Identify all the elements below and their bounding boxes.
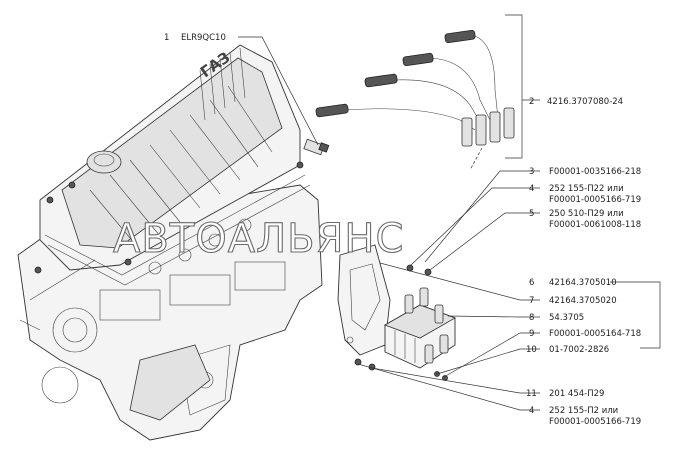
callout-code-4-bottom: 252 155-П2 или: [549, 406, 618, 416]
callout-number-4-bottom: 4: [529, 406, 534, 416]
callout-code-10: 01-7002-2826: [549, 345, 609, 355]
callout-code-7: 42164.3705020: [549, 296, 617, 306]
callout-code-3: F00001-0035166-218: [549, 167, 641, 177]
callout-number-4: 4: [529, 184, 534, 194]
callout-code-6: 42164.3705010: [549, 278, 617, 288]
callout-number-3: 3: [529, 167, 534, 177]
callout-number-9: 9: [529, 329, 534, 339]
callout-code-8: 54.3705: [549, 313, 584, 323]
callout-number-5: 5: [529, 209, 534, 219]
callout-number-7: 7: [529, 296, 534, 306]
ignition-wire-set: [315, 29, 515, 171]
callout-number-10: 10: [526, 345, 537, 355]
callout-number-6: 6: [529, 278, 534, 288]
ignition-coil-assembly: [337, 244, 456, 381]
callout-number-1: 1: [164, 33, 169, 43]
callout-number-2: 2: [529, 97, 534, 107]
callout-labels: 1 ELR9QC10 2 4216.3707080-24 3 F00001-00…: [164, 33, 641, 427]
engine-block: ГАЗ: [17, 44, 323, 441]
callout-number-11: 11: [526, 389, 537, 399]
callout-code-5-alt: F00001-0061008-118: [549, 220, 641, 230]
callout-code-2: 4216.3707080-24: [547, 97, 623, 107]
callout-code-11: 201 454-П29: [549, 389, 604, 399]
callout-code-1: ELR9QC10: [181, 33, 226, 43]
callout-code-4: 252 155-П22 или: [549, 184, 624, 194]
spark-plug: [303, 138, 330, 156]
callout-number-8: 8: [529, 313, 534, 323]
callout-code-4-alt: F00001-0005166-719: [549, 195, 641, 205]
callout-code-9: F00001-0005164-718: [549, 329, 641, 339]
leader-lines: [238, 14, 661, 411]
callout-code-5: 250 510-П29 или: [549, 209, 624, 219]
callout-code-4-bottom-alt: F00001-0005166-719: [549, 417, 641, 427]
watermark-text: АВТОАЛЬЯНС: [113, 216, 404, 262]
